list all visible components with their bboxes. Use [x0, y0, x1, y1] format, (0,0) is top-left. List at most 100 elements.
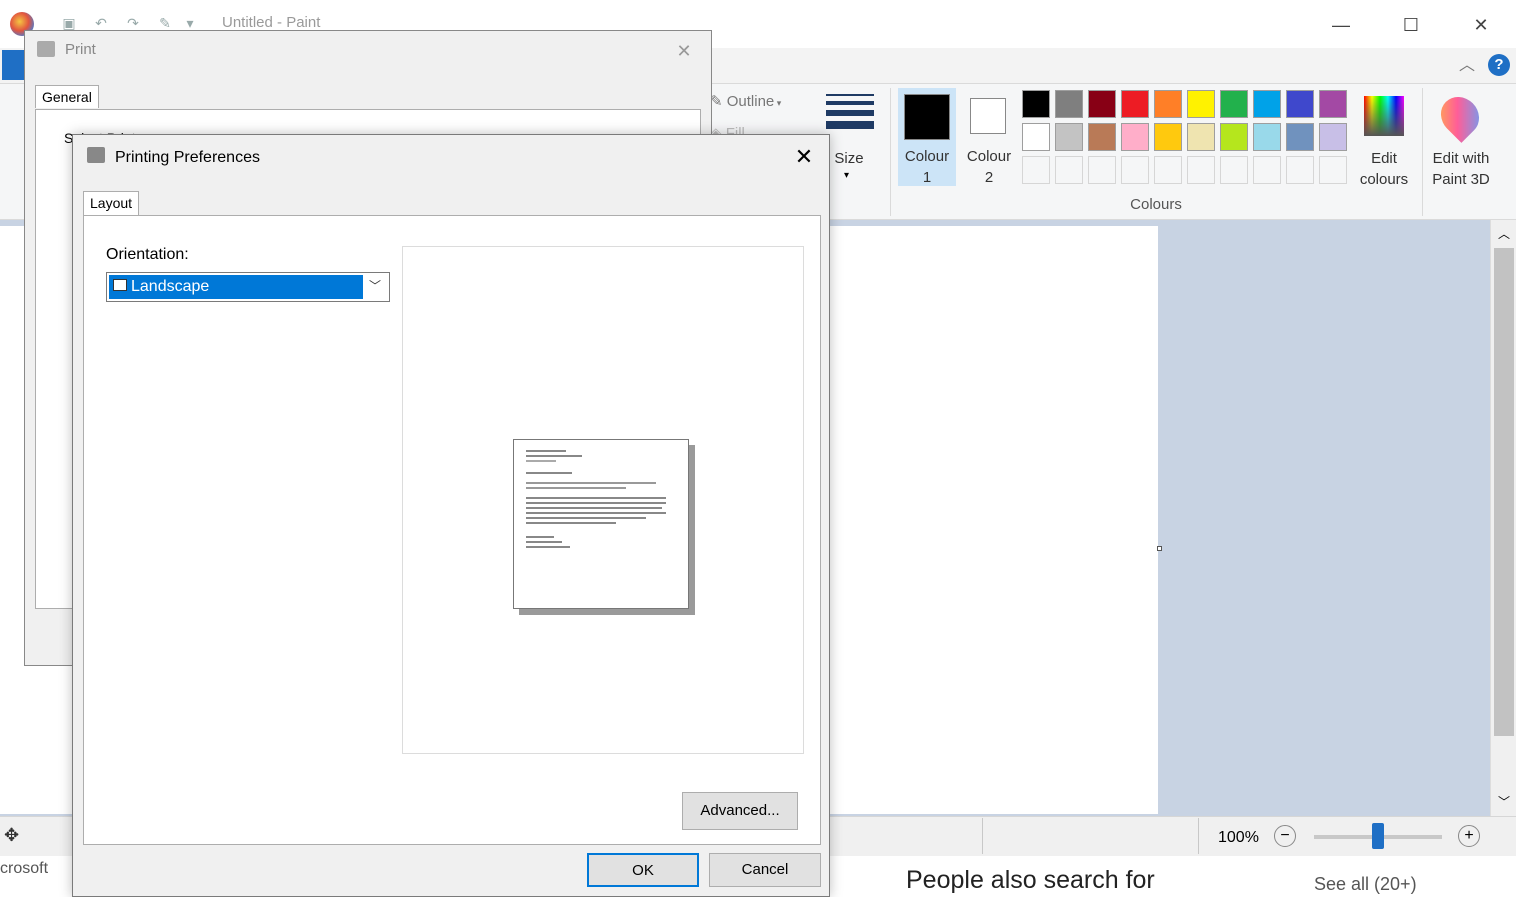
tab-layout[interactable]: Layout	[83, 191, 140, 217]
ok-button[interactable]: OK	[587, 853, 699, 887]
move-cursor-icon: ✥	[4, 825, 20, 845]
palette-swatch[interactable]	[1319, 90, 1347, 118]
orientation-select[interactable]: Landscape ﹀	[106, 272, 390, 302]
size-button[interactable]: Size ▾	[820, 88, 880, 188]
edit-paint3d-label: Edit with Paint 3D	[1432, 150, 1490, 188]
palette-swatch[interactable]	[1121, 123, 1149, 151]
page-preview	[513, 439, 689, 609]
file-tab[interactable]	[2, 50, 24, 80]
undo-icon[interactable]: ↶	[95, 15, 107, 31]
colour1-label: Colour 1	[904, 148, 950, 186]
chevron-down-icon: ▾	[844, 170, 850, 181]
palette-swatch[interactable]	[1154, 90, 1182, 118]
cancel-button[interactable]: Cancel	[709, 853, 821, 887]
collapse-ribbon-icon[interactable]: ︿	[1458, 57, 1475, 74]
scroll-down-icon[interactable]: ﹀	[1497, 795, 1510, 809]
palette-swatch[interactable]	[1121, 90, 1149, 118]
palette-swatch[interactable]	[1154, 123, 1182, 151]
scrollbar-thumb[interactable]	[1494, 248, 1514, 736]
web-fragment-text: crosoft	[0, 860, 49, 877]
colour2-button[interactable]: Colour 2	[960, 88, 1018, 186]
preview-group	[402, 246, 804, 754]
advanced-button[interactable]: Advanced...	[682, 792, 798, 830]
orientation-selected-option: Landscape	[109, 275, 363, 299]
preview-frame	[415, 271, 791, 741]
vertical-scrollbar[interactable]: ︿ ﹀	[1490, 220, 1516, 816]
window-title: Untitled - Paint	[222, 14, 321, 31]
minimize-button[interactable]: —	[1332, 15, 1350, 35]
rainbow-icon	[1364, 96, 1404, 136]
custom-colour-slot[interactable]	[1088, 156, 1116, 184]
colours-group-label: Colours	[1130, 196, 1182, 213]
help-icon[interactable]: ?	[1488, 54, 1510, 76]
colour2-swatch	[970, 98, 1006, 134]
edit-colours-label: Edit colours	[1359, 150, 1409, 188]
zoom-out-icon[interactable]: −	[1274, 825, 1296, 847]
close-button[interactable]: ✕	[1473, 15, 1489, 35]
edit-paint3d-button[interactable]: Edit with Paint 3D	[1426, 88, 1496, 188]
layout-tab-panel: Orientation: Landscape ﹀	[83, 215, 821, 845]
status-separator	[1198, 818, 1199, 854]
orientation-label: Orientation:	[106, 246, 189, 263]
custom-colour-slot[interactable]	[1187, 156, 1215, 184]
landscape-page-icon	[113, 279, 127, 291]
scroll-up-icon[interactable]: ︿	[1497, 227, 1510, 241]
orientation-value: Landscape	[131, 278, 210, 295]
outline-dropdown[interactable]: ✎ Outline ▾	[710, 92, 806, 118]
zoom-slider-thumb[interactable]	[1372, 823, 1384, 849]
colour-palette	[1022, 90, 1352, 186]
edit-colours-button[interactable]: Edit colours	[1354, 88, 1414, 188]
custom-colour-slot[interactable]	[1022, 156, 1050, 184]
custom-colour-slot[interactable]	[1055, 156, 1083, 184]
save-icon[interactable]: ▣	[62, 15, 76, 31]
custom-colour-slot[interactable]	[1286, 156, 1314, 184]
print-dialog-title: Print	[65, 41, 96, 58]
palette-swatch[interactable]	[1220, 123, 1248, 151]
palette-swatch[interactable]	[1187, 90, 1215, 118]
palette-swatch[interactable]	[1220, 90, 1248, 118]
size-lines-icon	[826, 94, 874, 129]
custom-colour-slot[interactable]	[1220, 156, 1248, 184]
palette-swatch[interactable]	[1253, 123, 1281, 151]
chevron-down-icon: ﹀	[369, 279, 382, 293]
quick-access-dropdown-icon[interactable]: ▾	[186, 15, 194, 31]
palette-swatch[interactable]	[1055, 90, 1083, 118]
printing-preferences-dialog: Printing Preferences ✕ Layout Orientatio…	[72, 134, 830, 897]
zoom-level: 100%	[1218, 829, 1259, 846]
custom-colour-slot[interactable]	[1253, 156, 1281, 184]
paint3d-icon	[1433, 89, 1487, 143]
palette-swatch[interactable]	[1286, 123, 1314, 151]
size-label: Size	[834, 150, 864, 167]
palette-swatch[interactable]	[1088, 90, 1116, 118]
quick-access-customize-icon[interactable]: ✎	[159, 15, 171, 31]
colour1-swatch	[904, 94, 950, 140]
prefs-dialog-close-icon[interactable]: ✕	[794, 144, 814, 169]
palette-swatch[interactable]	[1286, 90, 1314, 118]
palette-swatch[interactable]	[1187, 123, 1215, 151]
fill-bucket-icon: ◈	[710, 125, 726, 142]
palette-swatch[interactable]	[1319, 123, 1347, 151]
palette-swatch[interactable]	[1022, 90, 1050, 118]
custom-colour-slot[interactable]	[1154, 156, 1182, 184]
see-all-link[interactable]: See all (20+)	[1314, 874, 1417, 894]
printer-icon	[87, 147, 105, 163]
palette-swatch[interactable]	[1253, 90, 1281, 118]
outline-brush-icon: ✎	[710, 93, 727, 110]
redo-icon[interactable]: ↷	[127, 15, 139, 31]
palette-swatch[interactable]	[1022, 123, 1050, 151]
canvas-resize-handle[interactable]	[1157, 546, 1162, 551]
custom-colour-slot[interactable]	[1121, 156, 1149, 184]
custom-colour-slot[interactable]	[1319, 156, 1347, 184]
outline-label: Outline	[726, 93, 775, 110]
print-dialog-close-icon[interactable]: ✕	[676, 41, 692, 61]
ribbon-separator	[890, 88, 891, 216]
palette-swatch[interactable]	[1088, 123, 1116, 151]
maximize-button[interactable]: ☐	[1402, 15, 1420, 35]
colour2-label: Colour 2	[966, 148, 1012, 186]
ribbon-separator	[1422, 88, 1423, 216]
zoom-in-icon[interactable]: +	[1458, 825, 1480, 847]
people-also-search-heading: People also search for	[906, 866, 1155, 894]
tab-general[interactable]: General	[35, 85, 99, 108]
colour1-button[interactable]: Colour 1	[898, 88, 956, 186]
palette-swatch[interactable]	[1055, 123, 1083, 151]
